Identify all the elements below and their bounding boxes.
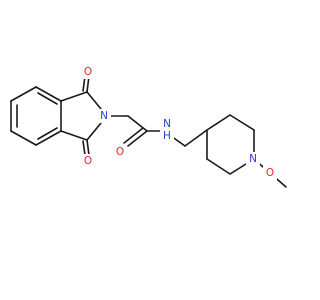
molecule-structure: O O N O N H N O — [10, 65, 287, 188]
benzene-ring — [10, 86, 62, 146]
svg-text:O: O — [84, 155, 92, 167]
svg-text:N: N — [249, 153, 257, 165]
atom-o-methoxy: O — [263, 166, 277, 180]
atom-nh-amide: N H — [160, 118, 174, 142]
atom-n-imide: N — [97, 109, 111, 123]
svg-text:O: O — [84, 66, 92, 78]
nh-h-text: H — [163, 130, 171, 142]
atom-o-top: O — [81, 65, 95, 79]
nh-n-text: N — [163, 118, 171, 130]
svg-text:O: O — [266, 167, 274, 179]
svg-text:O: O — [116, 146, 124, 158]
imide-carbonyls — [82, 75, 90, 156]
amide-linker — [106, 115, 165, 147]
svg-text:N: N — [100, 110, 108, 122]
atom-n-piperidine: N — [246, 152, 260, 166]
imide-ring — [60, 91, 102, 141]
atom-o-bottom: O — [81, 154, 95, 168]
atom-o-amide: O — [113, 145, 127, 159]
